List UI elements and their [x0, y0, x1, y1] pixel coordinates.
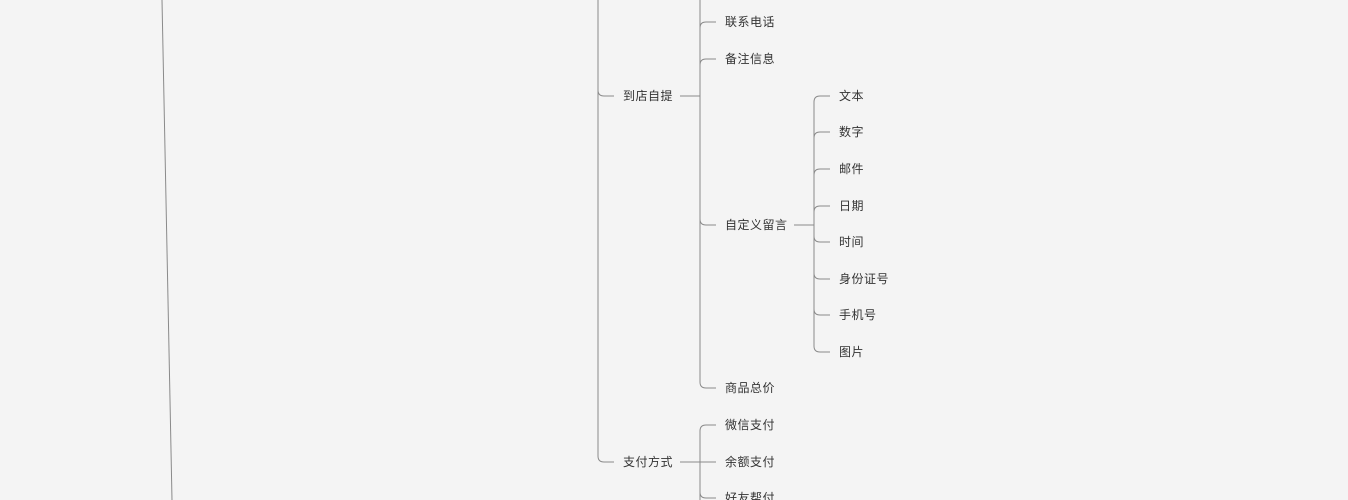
link-id-number: [813, 272, 830, 280]
link-date: [813, 205, 830, 213]
node-date[interactable]: 日期: [839, 199, 865, 213]
link-pickup: [597, 89, 614, 97]
link-note: [699, 58, 716, 66]
node-total-price[interactable]: 商品总价: [725, 381, 776, 395]
node-phone[interactable]: 联系电话: [725, 15, 776, 29]
link-mobile: [813, 308, 830, 316]
link-image: [813, 345, 830, 353]
link-total-price: [699, 381, 716, 389]
node-note[interactable]: 备注信息: [725, 52, 776, 66]
node-wechat-pay[interactable]: 微信支付: [725, 418, 776, 432]
link-friend: [699, 491, 716, 499]
link-text: [813, 95, 830, 103]
node-payment[interactable]: 支付方式: [623, 455, 674, 469]
node-custom-message[interactable]: 自定义留言: [725, 218, 788, 232]
link-time: [813, 235, 830, 243]
node-friend-pay[interactable]: 好友帮付: [725, 491, 776, 500]
node-pickup[interactable]: 到店自提: [623, 89, 674, 103]
node-text[interactable]: 文本: [839, 89, 865, 103]
link-phone: [699, 21, 716, 29]
node-email[interactable]: 邮件: [839, 162, 865, 176]
node-id-number[interactable]: 身份证号: [839, 272, 890, 286]
node-mobile[interactable]: 手机号: [839, 308, 877, 322]
root-trunk-line: [161, 0, 173, 500]
link-custom-message: [699, 218, 716, 226]
node-image[interactable]: 图片: [839, 345, 865, 359]
node-number[interactable]: 数字: [839, 125, 865, 139]
node-balance-pay[interactable]: 余额支付: [725, 455, 776, 469]
node-time[interactable]: 时间: [839, 235, 865, 249]
link-number: [813, 131, 830, 139]
link-payment: [597, 455, 614, 463]
link-wechat: [699, 424, 716, 432]
link-email: [813, 168, 830, 176]
